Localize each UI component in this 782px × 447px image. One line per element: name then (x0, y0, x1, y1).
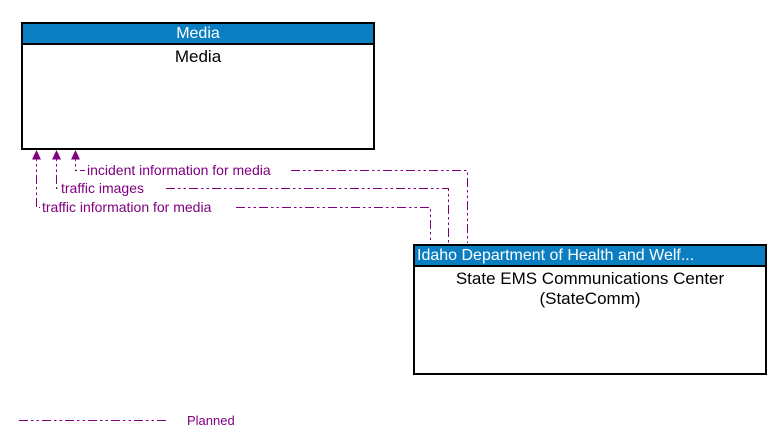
entity-box-statecomm[interactable]: Idaho Department of Health and Welf... S… (413, 244, 767, 375)
arrowhead-traffic-images (52, 150, 61, 160)
flow-line-incident-information-left (75, 152, 85, 171)
flow-line-traffic-information-left (36, 152, 40, 208)
entity-name-media: Media (174, 47, 222, 66)
flow-line-traffic-information-right (236, 207, 431, 243)
entity-name-statecomm: State EMS Communications Center (StateCo… (455, 269, 725, 308)
arrowhead-incident-information (71, 150, 80, 160)
flow-line-traffic-images-left (56, 152, 59, 189)
arrowhead-traffic-information (32, 150, 41, 160)
flow-line-incident-information-right (291, 170, 468, 243)
legend-planned-label: Planned (187, 413, 235, 428)
flow-line-traffic-images-right (166, 188, 449, 243)
entity-header-media: Media (23, 24, 373, 45)
entity-header-statecomm: Idaho Department of Health and Welf... (415, 246, 765, 267)
flow-label-incident-information[interactable]: incident information for media (86, 162, 272, 178)
entity-box-media[interactable]: Media Media (21, 22, 375, 150)
flow-label-traffic-information[interactable]: traffic information for media (41, 199, 213, 215)
flow-label-traffic-images[interactable]: traffic images (60, 180, 145, 196)
